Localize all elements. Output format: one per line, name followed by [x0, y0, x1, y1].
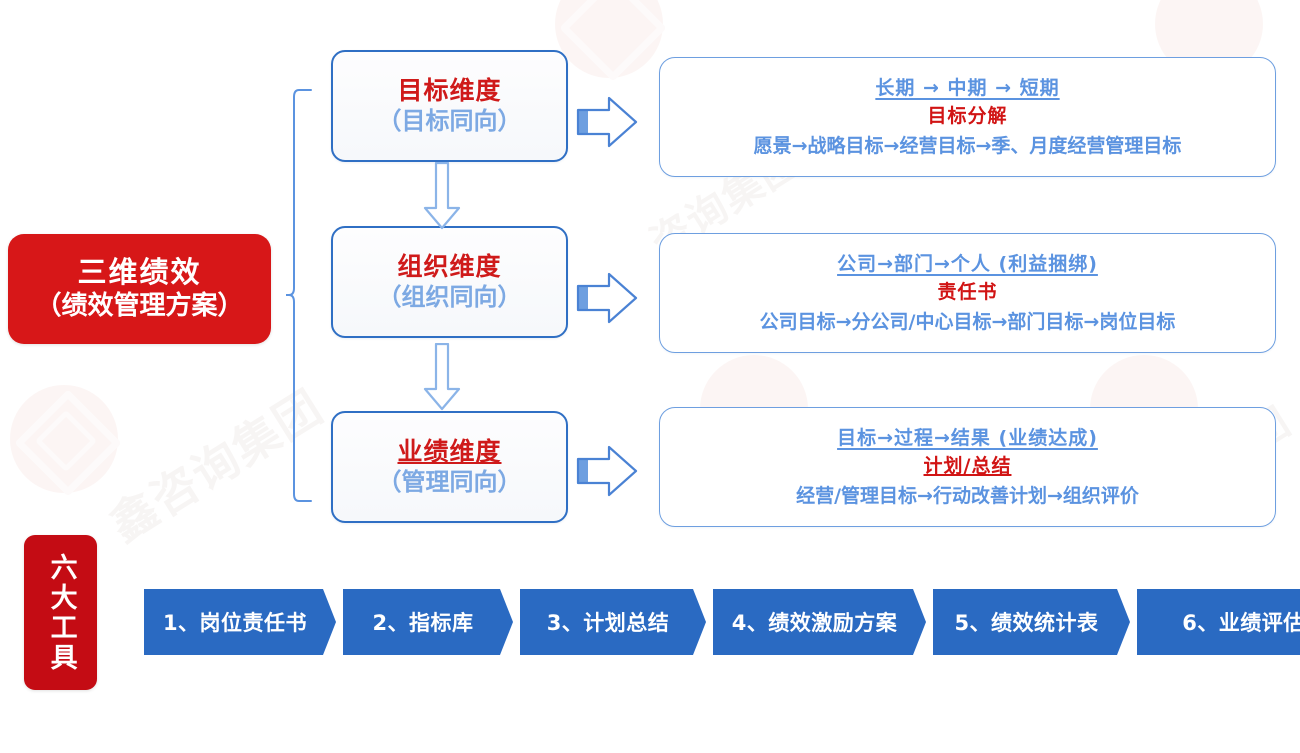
- detail-box-goal[interactable]: 长期 → 中期 → 短期 目标分解 愿景→战略目标→经营目标→季、月度经营管理目…: [659, 57, 1276, 177]
- down-arrow-icon: [422, 342, 462, 411]
- right-arrow-icon: [576, 443, 638, 499]
- watermark-diamond: [14, 389, 122, 497]
- tool-item-3[interactable]: 3、计划总结: [520, 589, 706, 655]
- right-arrow-icon: [576, 270, 638, 326]
- master-concept-block: 三维绩效 （绩效管理方案）: [8, 234, 271, 344]
- master-subtitle: （绩效管理方案）: [35, 291, 244, 322]
- detail-box-organization[interactable]: 公司→部门→个人 (利益捆绑) 责任书 公司目标→分公司/中心目标→部门目标→岗…: [659, 233, 1276, 353]
- detail-chain: 愿景→战略目标→经营目标→季、月度经营管理目标: [753, 134, 1182, 157]
- detail-chain: 经营/管理目标→行动改善计划→组织评价: [796, 484, 1139, 507]
- tool-item-6[interactable]: 6、业绩评估报告: [1137, 589, 1300, 655]
- bracket-icon: [285, 89, 312, 502]
- dimension-subtitle: （组织同向）: [377, 283, 522, 312]
- dimension-box-performance[interactable]: 业绩维度 （管理同向）: [331, 411, 568, 523]
- tool-item-1[interactable]: 1、岗位责任书: [144, 589, 336, 655]
- dimension-subtitle: （管理同向）: [377, 468, 522, 497]
- tools-chevron-bar: 1、岗位责任书 2、指标库 3、计划总结 4、绩效激励方案 5、绩效统计表 6、…: [144, 589, 1300, 655]
- dimension-box-organization[interactable]: 组织维度 （组织同向）: [331, 226, 568, 338]
- detail-keyword: 目标分解: [927, 105, 1008, 128]
- detail-box-performance[interactable]: 目标→过程→结果 (业绩达成) 计划/总结 经营/管理目标→行动改善计划→组织评…: [659, 407, 1276, 527]
- tool-item-5[interactable]: 5、绩效统计表: [933, 589, 1130, 655]
- detail-keyword: 计划/总结: [923, 455, 1012, 478]
- bracket-connector: [285, 88, 312, 503]
- detail-headline: 公司→部门→个人 (利益捆绑): [837, 252, 1098, 275]
- tool-item-2[interactable]: 2、指标库: [343, 589, 513, 655]
- dimension-title: 目标维度: [397, 75, 502, 105]
- dimension-box-goal[interactable]: 目标维度 （目标同向）: [331, 50, 568, 162]
- watermark-diamond-inner: [34, 409, 98, 473]
- six-tools-label: 六大工具: [24, 535, 97, 690]
- watermark-circle: [10, 385, 118, 493]
- detail-headline: 目标→过程→结果 (业绩达成): [837, 426, 1098, 449]
- watermark-diamond: [559, 0, 667, 82]
- down-arrow-icon: [422, 161, 462, 230]
- dimension-title: 业绩维度: [397, 436, 502, 466]
- master-title: 三维绩效: [77, 254, 202, 289]
- detail-keyword: 责任书: [937, 281, 998, 304]
- right-arrow-icon: [576, 94, 638, 150]
- dimension-subtitle: （目标同向）: [377, 107, 522, 136]
- watermark-circle: [555, 0, 663, 78]
- tool-item-4[interactable]: 4、绩效激励方案: [713, 589, 926, 655]
- dimension-title: 组织维度: [397, 251, 502, 281]
- detail-headline: 长期 → 中期 → 短期: [875, 76, 1060, 99]
- detail-chain: 公司目标→分公司/中心目标→部门目标→岗位目标: [759, 310, 1176, 333]
